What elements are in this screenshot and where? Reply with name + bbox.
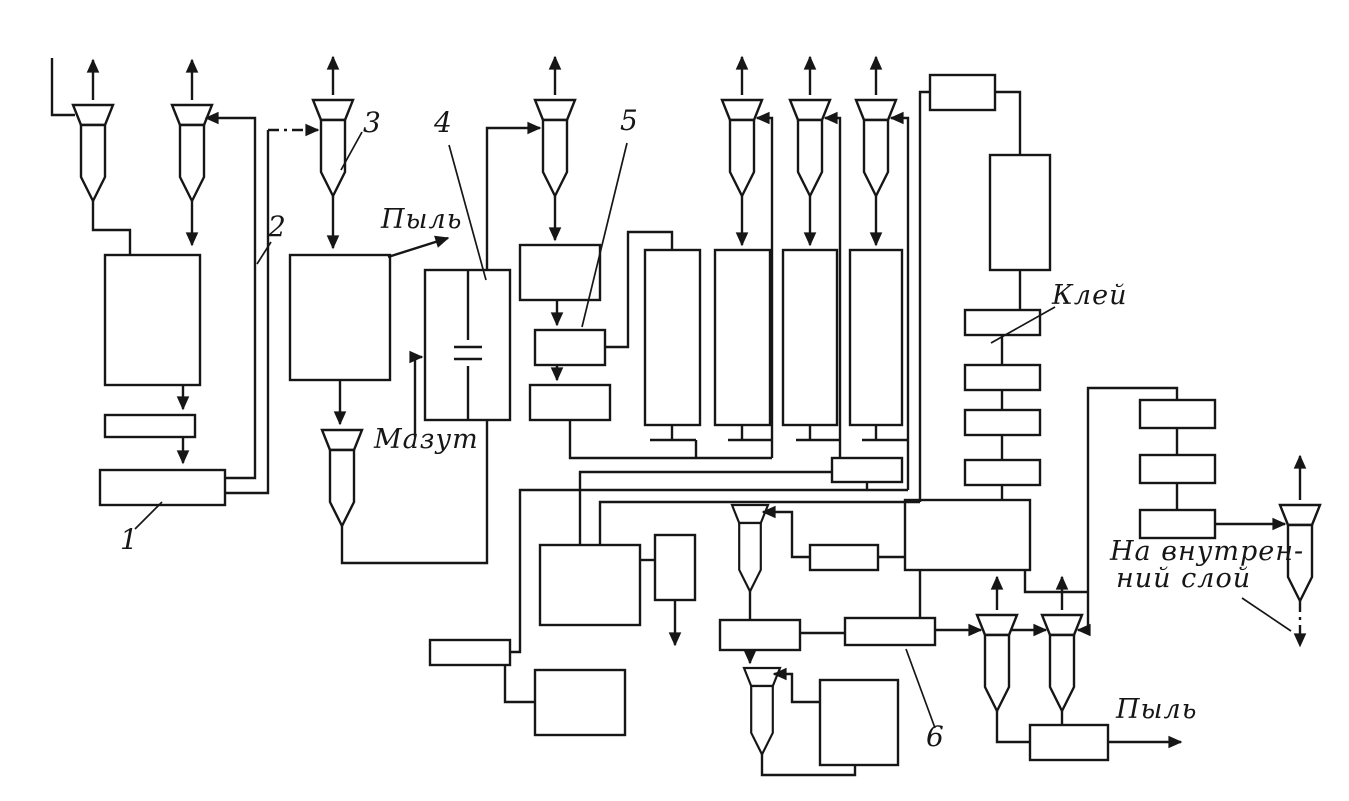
callout-number-3: 3	[363, 106, 382, 139]
glue-stack-box-4	[963, 458, 1042, 487]
duct	[772, 667, 820, 704]
process-box-center-3	[528, 383, 612, 422]
bus-duct	[598, 500, 920, 545]
riser-duct	[918, 90, 929, 502]
cyclone-downcomer	[320, 428, 364, 528]
cyclone-center	[533, 98, 577, 198]
process-box-6	[843, 616, 937, 647]
dust-offtake	[387, 235, 450, 259]
label-inner-layer-line1: На внутрен-	[1110, 536, 1305, 567]
duct	[91, 201, 132, 256]
callout-number-4: 4	[434, 106, 453, 139]
bottom-box-6	[533, 668, 627, 737]
bus-duct	[578, 470, 832, 545]
fuel-oil-inlet	[409, 350, 424, 437]
duct	[1023, 570, 1088, 594]
recycle-duct-2	[204, 111, 257, 480]
label-inner-layer-line2: ний слой	[1116, 563, 1252, 594]
bottom-box-1	[538, 543, 642, 627]
pipe-network	[50, 55, 1307, 777]
riser-duct	[889, 111, 910, 490]
cyclone-top-left-1	[71, 103, 115, 203]
process-box-center-1	[518, 243, 602, 302]
dust-outlet-box	[1028, 723, 1110, 762]
leader-5	[581, 142, 628, 328]
cyclone-bottom-right-2	[1040, 613, 1084, 713]
label-dust-bottom: Пыль	[1116, 694, 1198, 725]
callout-number-5: 5	[620, 104, 639, 137]
bottom-box-3	[718, 618, 802, 652]
cyclones	[71, 98, 1322, 756]
cyclone-right-2	[788, 98, 832, 198]
right-stack-box-2	[1138, 453, 1217, 485]
top-right-feed-box	[928, 73, 997, 112]
bottom-box-5	[428, 638, 512, 667]
duct	[606, 230, 674, 349]
label-fuel-oil: Мазут	[374, 424, 479, 455]
tall-column-2	[713, 248, 772, 427]
cyclone-top-left-2	[170, 103, 214, 203]
process-box-5	[533, 328, 607, 367]
leader-inner-layer	[1241, 597, 1292, 632]
leader-4	[448, 144, 487, 281]
glue-stack-box-3	[963, 408, 1042, 437]
process-box-under-cyclone-3	[288, 253, 392, 382]
tall-column-4	[848, 248, 904, 427]
callout-number-1: 1	[120, 523, 139, 556]
label-dust-top: Пыль	[381, 204, 463, 235]
column-outlet	[862, 425, 908, 442]
column-outlet	[728, 425, 772, 442]
riser-duct	[755, 111, 774, 458]
top-right-tall-box	[988, 153, 1052, 272]
cyclone-bottom-center	[742, 666, 782, 756]
mixer-box	[903, 498, 1032, 572]
duct	[340, 421, 489, 565]
small-collector-box	[830, 456, 904, 484]
leader-6	[905, 648, 936, 729]
cyclone-right-1	[720, 98, 764, 198]
duct	[760, 754, 857, 777]
leader-1	[134, 501, 163, 530]
right-riser-duct	[1076, 386, 1179, 637]
hot-gas-duct	[485, 121, 542, 270]
leader-2	[256, 241, 272, 265]
column-outlet	[650, 425, 698, 458]
glue-stack-box-1	[963, 308, 1042, 337]
duct	[503, 665, 535, 704]
label-glue: Клей	[1052, 280, 1128, 311]
bus-duct	[568, 420, 772, 460]
callout-number-6: 6	[926, 720, 945, 753]
column-outlet	[796, 425, 840, 442]
leader-3	[340, 131, 363, 171]
riser-duct	[823, 111, 842, 458]
bus-duct	[510, 488, 908, 654]
cyclone-right-3	[854, 98, 898, 198]
inlet-duct	[50, 58, 75, 117]
bottom-box-4	[818, 678, 900, 767]
cyclone-3	[311, 98, 355, 198]
right-stack-box-1	[1138, 398, 1217, 430]
callout-number-2: 2	[268, 210, 287, 243]
furnace-divider	[454, 270, 482, 420]
glue-stack-box-2	[963, 363, 1042, 392]
bottom-box-2	[653, 533, 697, 602]
feeder-box	[808, 543, 880, 572]
right-stack-box-3	[1138, 508, 1217, 540]
cyclone-mid-bottom	[730, 503, 770, 593]
duct	[995, 90, 1022, 155]
tall-column-1	[643, 248, 702, 427]
recycle-duct	[225, 130, 270, 495]
process-box-1	[98, 468, 227, 507]
leader-lines	[134, 131, 1292, 729]
process-box-top-left-thin	[103, 413, 197, 439]
process-box-top-left-large	[103, 253, 202, 387]
tall-column-3	[781, 248, 839, 427]
duct	[761, 505, 810, 559]
duct	[995, 711, 1030, 744]
leader-glue	[990, 306, 1056, 344]
